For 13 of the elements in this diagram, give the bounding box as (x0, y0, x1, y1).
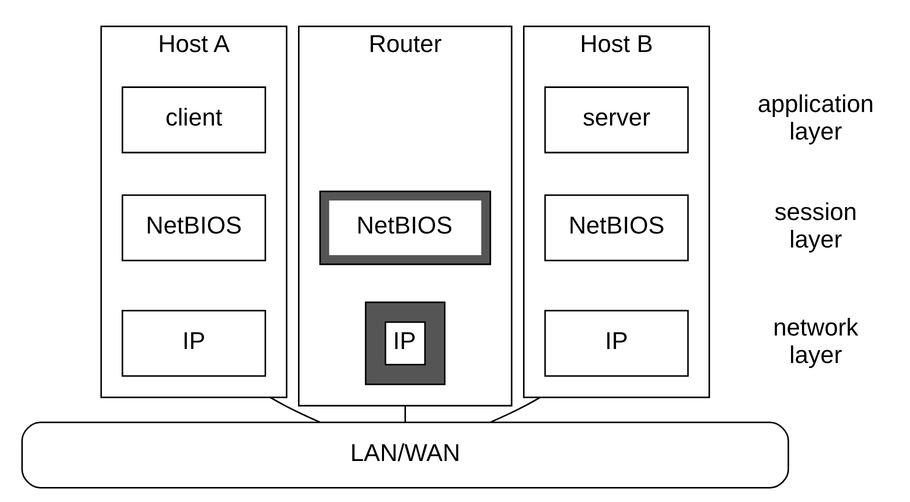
connector (404, 406, 406, 422)
node-box: client (122, 86, 266, 154)
node-box: server (544, 86, 689, 154)
connector (270, 396, 320, 423)
node-box: NetBIOS (544, 194, 689, 262)
node-box: IP (122, 310, 266, 377)
node-box: LAN/WAN (21, 422, 790, 489)
node-box: NetBIOS (122, 194, 266, 262)
connector (490, 396, 541, 423)
node-box: IP (544, 310, 689, 377)
label: application layer (758, 90, 874, 146)
label: session layer (774, 198, 857, 254)
label: network layer (773, 314, 858, 369)
